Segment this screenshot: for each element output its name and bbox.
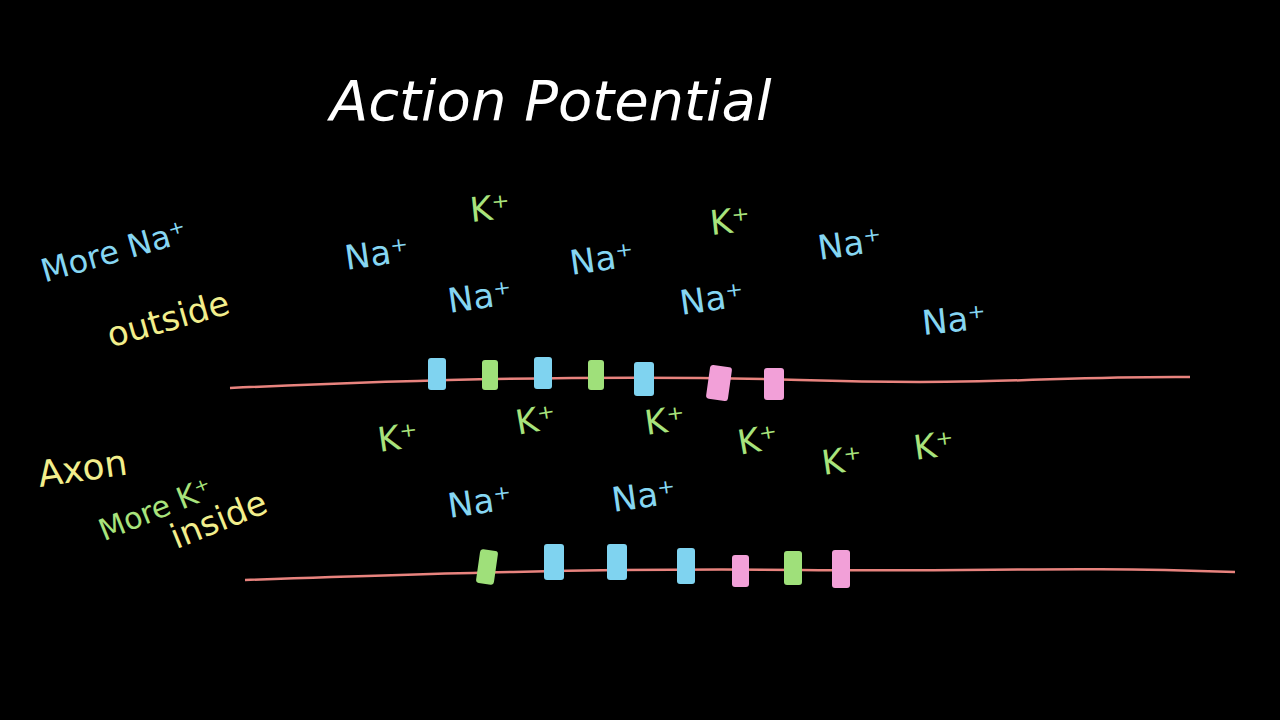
region-label: outside xyxy=(103,284,234,354)
pump xyxy=(732,555,749,587)
sodium-ion: Na⁺ xyxy=(677,276,746,322)
sodium-channel xyxy=(677,548,695,584)
potassium-ion: K⁺ xyxy=(468,188,512,229)
lower-channels xyxy=(476,544,850,588)
structure-label: Axon xyxy=(35,443,129,495)
sodium-channel xyxy=(428,358,446,390)
sodium-ion: Na⁺ xyxy=(920,298,988,342)
sodium-ion: Na⁺ xyxy=(609,473,678,519)
sodium-channel xyxy=(534,357,552,389)
potassium-ion: K⁺ xyxy=(819,440,864,483)
potassium-ion: K⁺ xyxy=(911,425,956,468)
region-label: More Na⁺ xyxy=(37,214,191,289)
sodium-ion: Na⁺ xyxy=(342,231,411,277)
title: Action Potential xyxy=(330,68,772,133)
sodium-channel xyxy=(607,544,627,580)
sodium-ion: Na⁺ xyxy=(567,236,636,282)
pump xyxy=(764,368,784,400)
potassium-channel xyxy=(784,551,802,585)
pump xyxy=(706,365,733,402)
potassium-ion: K⁺ xyxy=(513,398,559,442)
potassium-ion: K⁺ xyxy=(375,417,420,460)
potassium-channel xyxy=(482,360,498,390)
sodium-ion: Na⁺ xyxy=(445,479,514,525)
sodium-channel xyxy=(544,544,564,580)
pump xyxy=(832,550,850,588)
sodium-channel xyxy=(634,362,654,396)
potassium-channel xyxy=(476,549,499,585)
potassium-ion: K⁺ xyxy=(735,418,781,462)
sodium-ion: Na⁺ xyxy=(445,274,514,320)
sodium-ion: Na⁺ xyxy=(815,221,884,267)
potassium-ion: K⁺ xyxy=(708,201,752,242)
potassium-ion: K⁺ xyxy=(642,400,687,443)
potassium-channel xyxy=(588,360,604,390)
upper-channels xyxy=(428,357,784,401)
